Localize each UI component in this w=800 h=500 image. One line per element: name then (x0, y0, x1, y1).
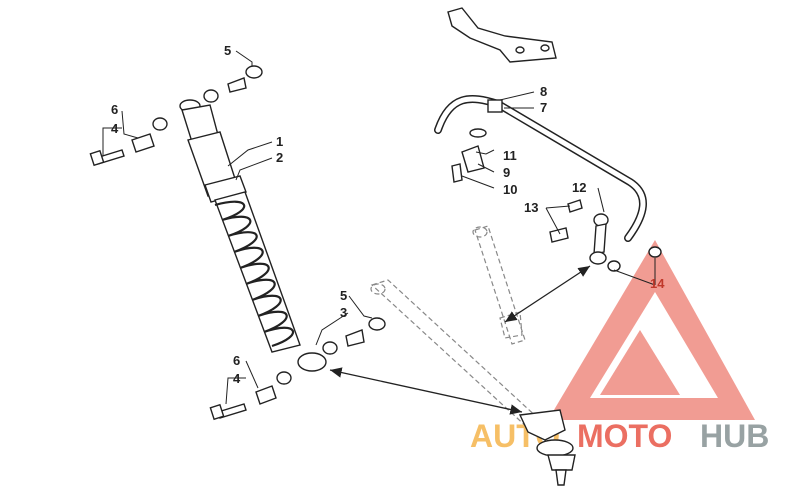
label-7: 7 (540, 100, 547, 115)
label-3: 3 (340, 305, 347, 320)
label-8: 8 (540, 84, 547, 99)
label-9: 9 (503, 165, 510, 180)
leader-lines (102, 50, 656, 405)
shock-top-hardware (89, 65, 263, 167)
label-4-top: 4 (111, 121, 119, 136)
link-to-arm-arrow (504, 265, 591, 323)
coil-spring (214, 200, 294, 348)
label-6-bottom: 6 (233, 353, 240, 368)
label-13: 13 (524, 200, 538, 215)
label-11: 11 (503, 148, 517, 163)
sway-bar (434, 95, 647, 242)
watermark-text-moto: MOTO (577, 418, 672, 454)
frame-bracket (447, 7, 557, 63)
label-10: 10 (503, 182, 517, 197)
sway-bar-link (549, 199, 662, 272)
label-5-top: 5 (224, 43, 231, 58)
label-2: 2 (276, 150, 283, 165)
label-4-bottom: 4 (233, 371, 241, 386)
label-6-top: 6 (111, 102, 118, 117)
label-14: 14 (650, 276, 665, 291)
spindle (518, 409, 576, 486)
shock-absorber (179, 99, 327, 372)
shock-bottom-hardware (209, 317, 386, 421)
watermark-triangle-core (600, 330, 680, 395)
shock-to-arm-arrow (329, 367, 523, 415)
watermark-text-hub: HUB (700, 418, 769, 454)
watermark-logo (548, 240, 755, 420)
sway-bar-clamp (451, 128, 487, 183)
label-12: 12 (572, 180, 586, 195)
callout-labels: 5 6 4 1 2 5 3 6 4 8 7 11 9 10 12 13 14 (111, 43, 665, 386)
label-5-bottom: 5 (340, 288, 347, 303)
label-1: 1 (276, 134, 283, 149)
